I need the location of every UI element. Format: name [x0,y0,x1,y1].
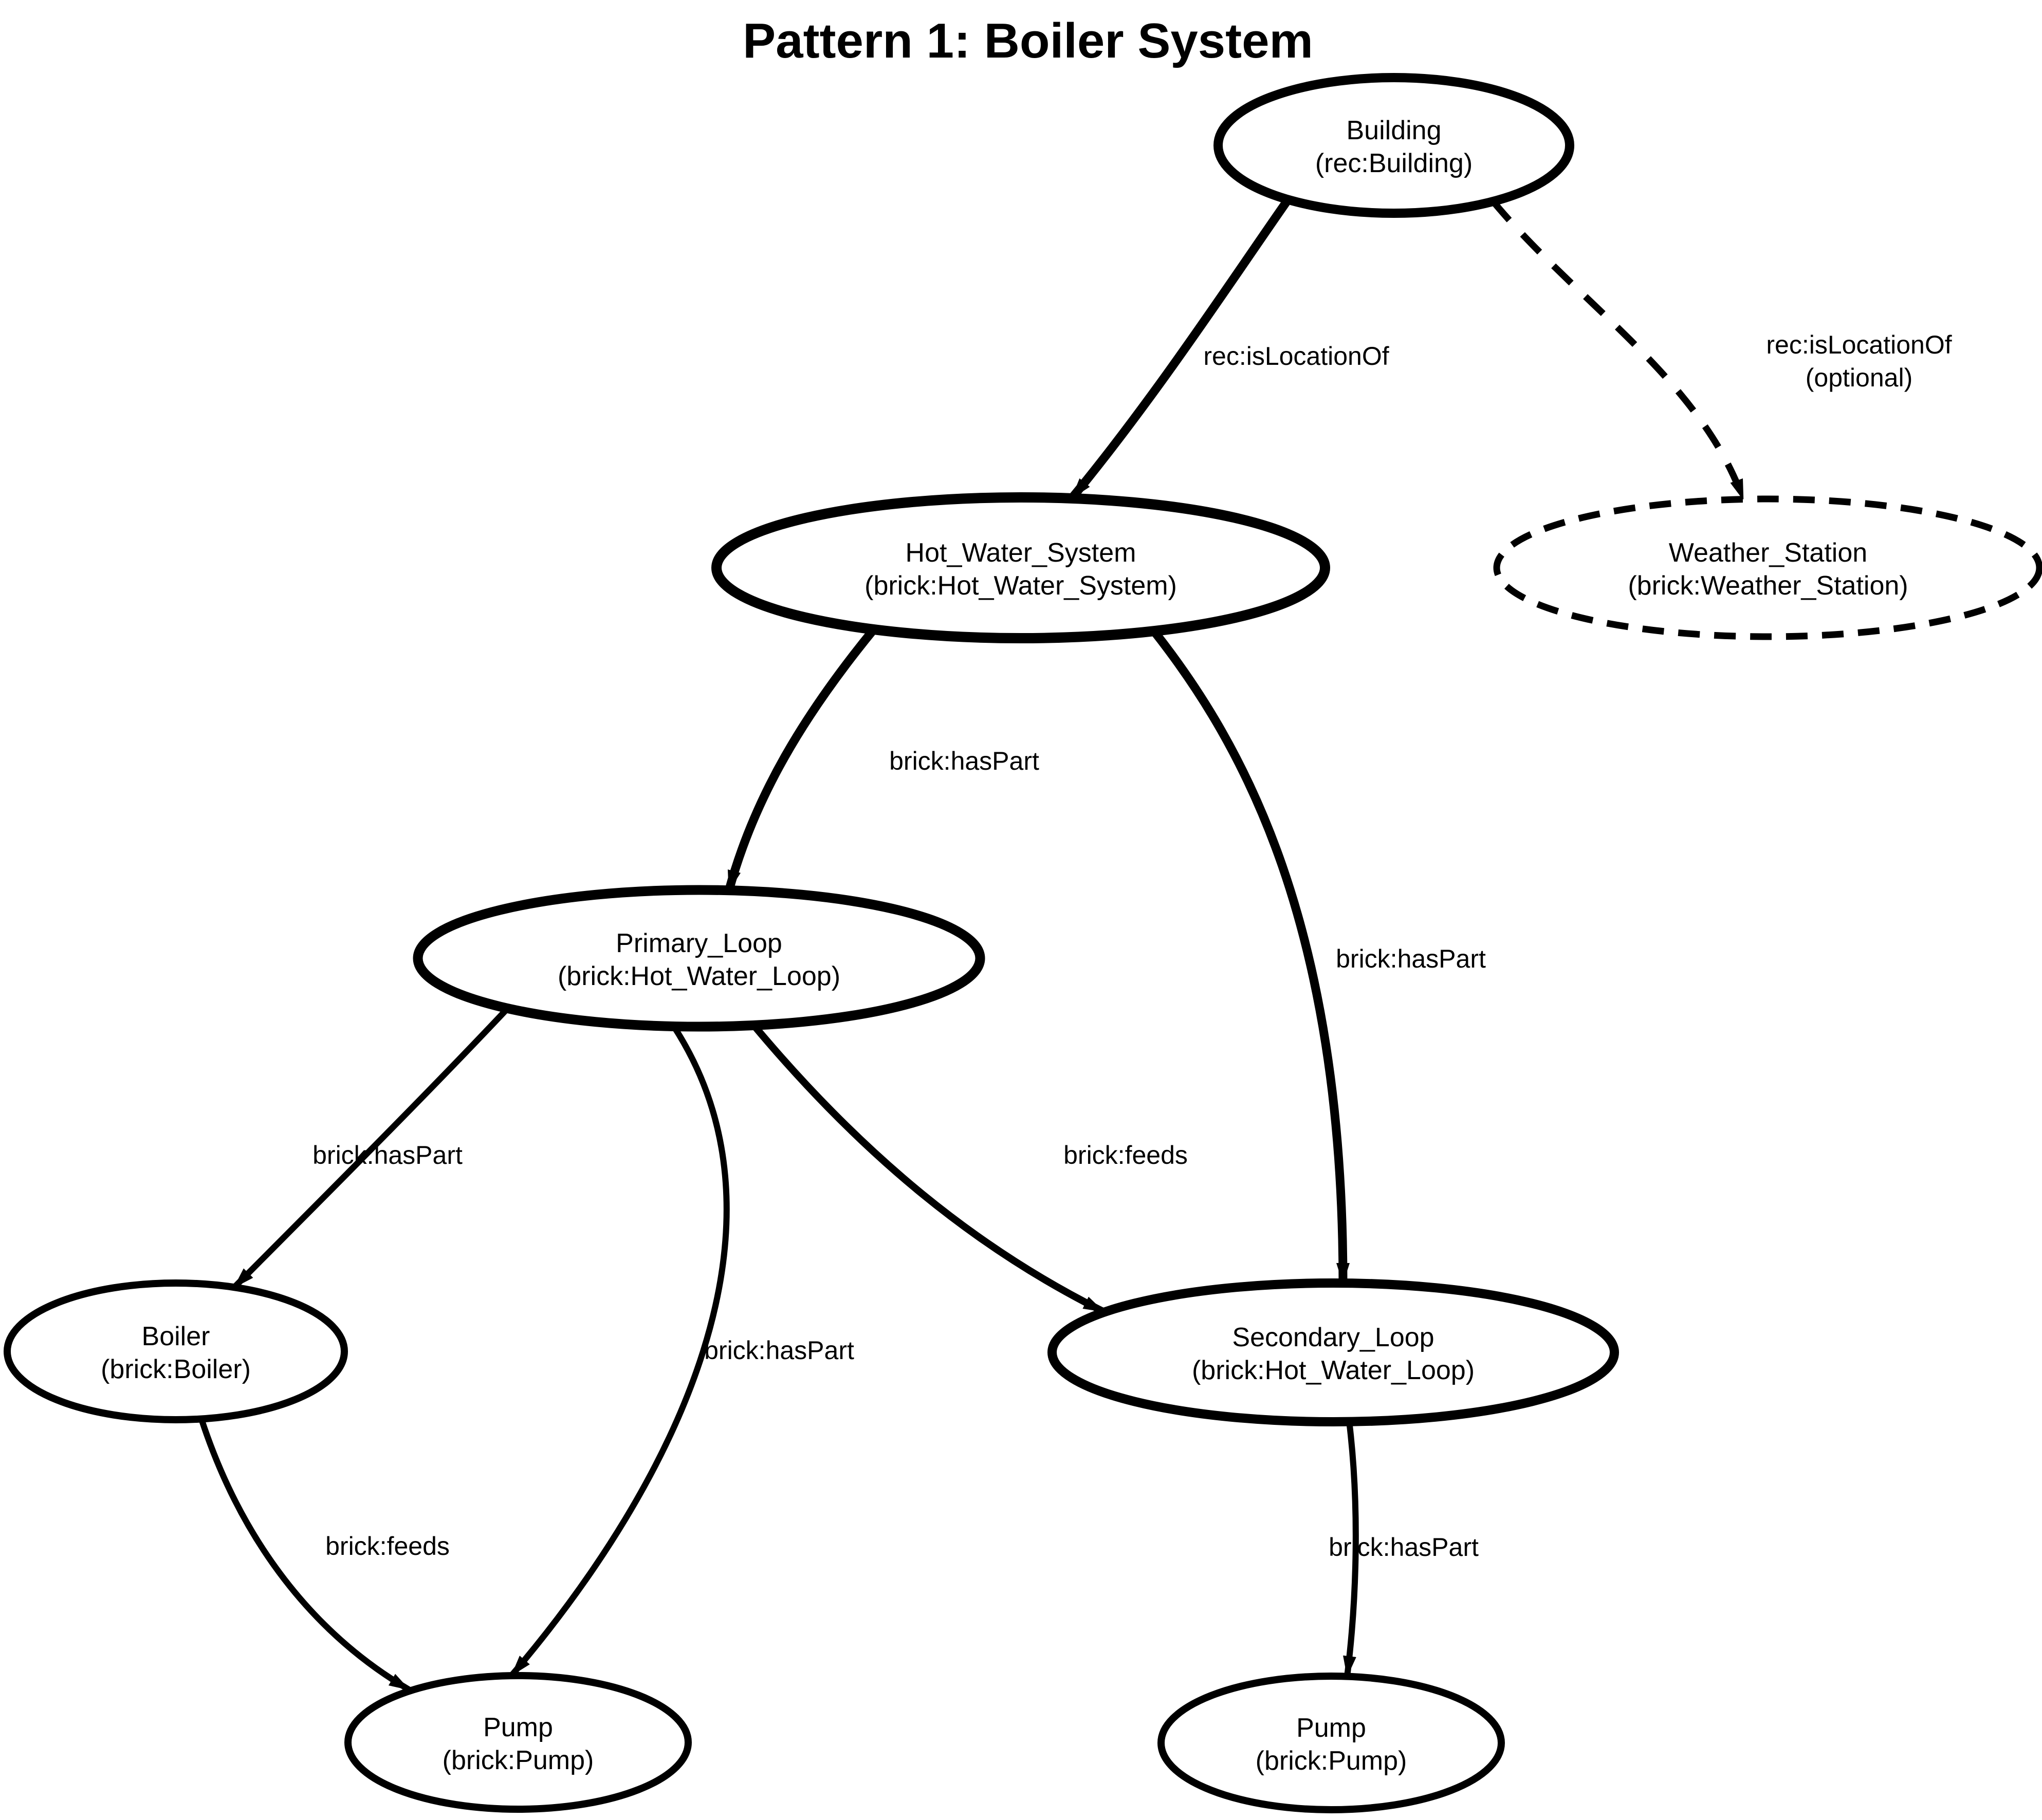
edge-label-boiler-to-pump: brick:feeds [325,1532,450,1561]
node-secondary-loop-shape [1047,1278,1619,1426]
edge-label-building-to-weather-qualifier: (optional) [1806,363,1912,392]
edge-primary-to-secondary [751,1024,1106,1315]
node-pump-primary-sublabel: (brick:Pump) [443,1745,594,1775]
node-primary-loop-sublabel: (brick:Hot_Water_Loop) [558,961,840,991]
node-primary-loop: Primary_Loop (brick:Hot_Water_Loop) [413,885,985,1032]
edge-label-secondary-to-pump: brick:hasPart [1329,1533,1479,1562]
node-building-sublabel: (rec:Building) [1315,148,1473,178]
diagram-title: Pattern 1: Boiler System [743,13,1313,68]
node-hot-water-system-sublabel: (brick:Hot_Water_System) [864,571,1177,601]
node-secondary-loop-sublabel: (brick:Hot_Water_Loop) [1192,1355,1475,1385]
edge-label-primary-to-pump: brick:hasPart [704,1336,854,1365]
edge-hws-to-primary [724,626,877,893]
edge-secondary-to-pump [1343,1421,1359,1677]
edge-label-hws-to-secondary: brick:hasPart [1336,944,1486,973]
node-pump-secondary-label: Pump [1296,1713,1366,1743]
node-hot-water-system: Hot_Water_System (brick:Hot_Water_System… [711,492,1330,643]
node-building-shape [1213,73,1574,218]
node-pump-secondary-sublabel: (brick:Pump) [1256,1746,1407,1776]
edge-building-to-weather [1491,199,1747,502]
node-boiler-shape [4,1279,348,1423]
node-hot-water-system-label: Hot_Water_System [906,538,1136,568]
node-secondary-loop-label: Secondary_Loop [1232,1323,1434,1352]
edge-boiler-to-pump [198,1418,412,1693]
node-boiler-sublabel: (brick:Boiler) [101,1354,251,1384]
edge-primary-to-boiler [231,1005,511,1290]
node-building-label: Building [1346,116,1441,145]
node-secondary-loop: Secondary_Loop (brick:Hot_Water_Loop) [1047,1278,1619,1426]
edge-building-to-hws [1068,198,1291,502]
node-primary-loop-label: Primary_Loop [616,928,782,958]
node-pump-primary: Pump (brick:Pump) [344,1672,692,1813]
node-pump-primary-label: Pump [483,1713,553,1742]
node-building: Building (rec:Building) [1213,73,1574,218]
edge-label-building-to-hws: rec:isLocationOf [1203,342,1389,370]
node-layer: Building (rec:Building) Hot_Water_System… [4,73,2042,1813]
node-weather-station-label: Weather_Station [1669,538,1867,568]
node-weather-station: Weather_Station (brick:Weather_Station) [1493,495,2042,640]
node-pump-secondary-shape [1157,1673,1505,1813]
node-pump-secondary: Pump (brick:Pump) [1157,1673,1505,1813]
edge-primary-to-pump [509,1024,730,1678]
node-primary-loop-shape [413,885,985,1032]
node-boiler: Boiler (brick:Boiler) [4,1279,348,1423]
edge-label-primary-to-boiler: brick:hasPart [312,1141,463,1169]
node-boiler-label: Boiler [142,1322,210,1351]
edge-hws-to-secondary [1150,628,1350,1284]
node-weather-station-sublabel: (brick:Weather_Station) [1628,571,1908,601]
edge-label-primary-to-secondary: brick:feeds [1063,1141,1188,1169]
edge-label-hws-to-primary: brick:hasPart [889,747,1039,775]
node-weather-station-shape [1493,495,2042,640]
edge-layer: rec:isLocationOf rec:isLocationOf (optio… [198,198,1952,1693]
edge-label-building-to-weather: rec:isLocationOf [1766,330,1952,359]
node-pump-primary-shape [344,1672,692,1813]
node-hot-water-system-shape [711,492,1330,643]
